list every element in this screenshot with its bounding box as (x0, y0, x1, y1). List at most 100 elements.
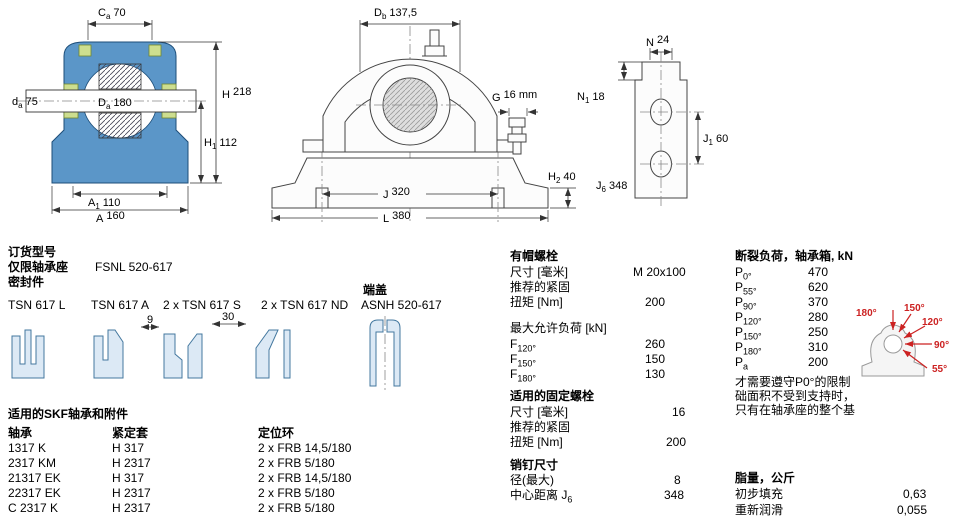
pin-distance-label: 中心距离 J6 (510, 488, 573, 505)
max-load-label: 最大允许负荷 [kN] (510, 321, 607, 335)
breaking-note-line-3: 只有在轴承座的整个基 (735, 403, 856, 417)
table-cell: 2 x FRB 14,5/180 (258, 441, 352, 455)
cap-bolt-torque-value: 200 (645, 295, 666, 309)
cap-bolt-size-value: M 20x100 (633, 265, 686, 279)
breaking-p90-label: P90° (735, 295, 757, 312)
load-f180-value: 130 (645, 367, 666, 381)
angle-label-180: 180° (856, 308, 877, 319)
breaking-note-line-1: 才需要遵守P0°的限制 (735, 375, 851, 389)
fixing-bolt-torque-label: 扭矩 [Nm] (510, 435, 563, 449)
housing-base-outline (271, 157, 549, 209)
grease-relube-value: 0,055 (897, 503, 928, 517)
fixing-bolt-torque-value: 200 (666, 435, 687, 449)
col-header-sleeve: 紧定套 (112, 426, 149, 440)
breaking-p120-value: 280 (808, 310, 829, 324)
fixing-bolt-size-value: 16 (672, 405, 686, 419)
fixing-bolt-size-label: 尺寸 [毫米] (510, 405, 569, 419)
col-header-rings: 定位环 (258, 426, 295, 440)
table-cell: C 2317 K (8, 501, 59, 515)
load-f180-label: F180° (510, 367, 536, 384)
table-cell: 2317 KM (8, 456, 57, 470)
pin-distance-value: 348 (664, 488, 685, 502)
seal-nd-width-label: 30 (222, 311, 234, 323)
cap-bolt-size-label: 尺寸 [毫米] (510, 265, 569, 279)
table-cell: 1317 K (8, 441, 47, 455)
grease-fitting (507, 117, 527, 155)
housing-designation: FSNL 520-617 (95, 260, 173, 274)
load-arrow-55 (902, 349, 928, 369)
breaking-p150-label: P150° (735, 325, 762, 342)
table-cell: 21317 EK (8, 471, 61, 485)
bearing-bore-circle (883, 334, 903, 354)
load-f120-label: F120° (510, 337, 536, 354)
bearing-lower-section (98, 112, 142, 139)
dim-seal-s-width: 9 (141, 314, 159, 330)
housing-only-label: 仅限轴承座 (8, 260, 69, 274)
cap-bolt-shank (429, 29, 440, 47)
table-cell: H 2317 (112, 456, 151, 470)
seal-tsn-l-drawing (11, 329, 45, 379)
grease-initial-label: 初步填充 (735, 487, 784, 501)
angle-label-90: 90° (934, 340, 949, 351)
table-cell: H 2317 (112, 486, 151, 500)
cap-insert-right (148, 44, 162, 57)
seal-tsn-nd-drawing (255, 329, 291, 379)
seal-option-tsn-nd: 2 x TSN 617 ND (261, 298, 349, 312)
load-direction-diagram: 180° 150° 120° 90° 55° (856, 303, 949, 377)
grease-initial-value: 0,63 (903, 487, 927, 501)
seal-option-tsn-s: 2 x TSN 617 S (163, 298, 241, 312)
breaking-note-line-2: 础面积不受到支持时， (735, 389, 856, 403)
table-cell: 2 x FRB 14,5/180 (258, 471, 352, 485)
order-title: 订货型号 (8, 245, 57, 259)
grease-title: 脂量，公斤 (735, 471, 796, 485)
pin-diameter-label: 径(最大) (510, 473, 554, 487)
load-arrow-120 (903, 325, 926, 339)
pins-title: 销钉尺寸 (510, 458, 559, 472)
angle-label-150: 150° (904, 303, 925, 314)
seal-option-tsn-l: TSN 617 L (8, 298, 66, 312)
breaking-p150-value: 250 (808, 325, 829, 339)
table-cell: H 317 (112, 441, 145, 455)
breaking-p0-label: P0° (735, 265, 752, 282)
table-cell: 22317 EK (8, 486, 61, 500)
cap-insert-left (78, 44, 92, 57)
cap-bolt-torque-label: 扭矩 [Nm] (510, 295, 563, 309)
col-header-bearing: 轴承 (8, 426, 33, 440)
fixing-bolts-title: 适用的固定螺栓 (510, 389, 595, 403)
table-cell: 2 x FRB 5/180 (258, 486, 335, 500)
table-cell: 2 x FRB 5/180 (258, 456, 335, 470)
breaking-p180-label: P180° (735, 340, 762, 357)
breaking-p55-label: P55° (735, 280, 757, 297)
seal-option-tsn-a: TSN 617 A (91, 298, 150, 312)
breaking-pa-value: 200 (808, 355, 829, 369)
end-cover-label: 端盖 (363, 283, 388, 297)
end-cover-drawing (369, 316, 401, 390)
load-f150-value: 150 (645, 352, 666, 366)
angle-label-55: 55° (932, 364, 947, 375)
table-cell: H 317 (112, 471, 145, 485)
cap-bolts-title: 有帽螺栓 (510, 249, 559, 263)
bearing-upper-section (98, 63, 142, 90)
